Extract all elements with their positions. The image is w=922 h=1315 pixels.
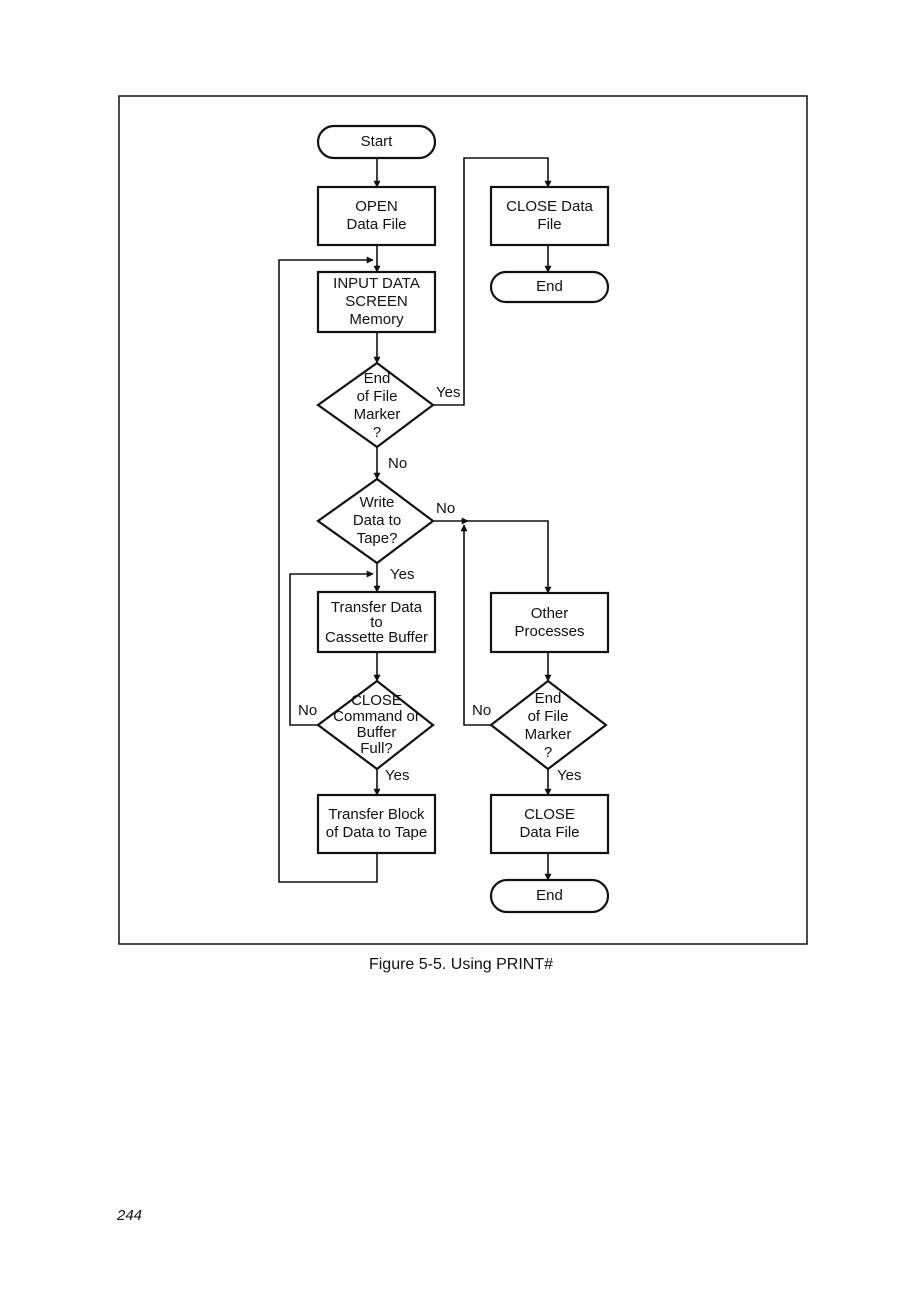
open-data-file-label: OPEN Data File (346, 198, 407, 233)
close-data-file-label-2: CLOSE Data File (519, 806, 580, 841)
edge-label-write-yes: Yes (390, 566, 415, 583)
transfer-data-label: Transfer Data to Cassette Buffer (324, 598, 429, 646)
input-data-label: INPUT DATA SCREEN Memory (333, 275, 420, 328)
start-label: Start (360, 133, 393, 150)
edge-label-close-yes: Yes (385, 767, 410, 784)
edge-block-loop (278, 256, 378, 883)
edge-label-eof1-yes: Yes (436, 384, 461, 401)
open-data-file-box (316, 185, 437, 247)
edge-label-write-no: No (436, 500, 456, 517)
other-processes-box (489, 591, 610, 654)
transfer-data-box (316, 590, 437, 654)
write-data-label: Write Data to Tape? (352, 494, 402, 547)
other-processes-label: Other Processes (514, 604, 585, 640)
end-label-1: End (536, 278, 563, 295)
edge-eof1-yes (433, 157, 552, 406)
close-data-file-label-1: CLOSE Data File (506, 198, 593, 233)
end-label-2: End (536, 887, 563, 904)
edge-label-eof2-yes: Yes (557, 767, 582, 784)
edge-eof2-no-loop (460, 524, 491, 726)
edge-label-eof2-no: No (472, 702, 492, 719)
edge-write-no-to-other (468, 520, 552, 594)
edge-close-no-loop (289, 570, 374, 726)
close-or-full-label: CLOSE Command or Buffer Full? (333, 692, 420, 757)
edge-label-close-no: No (298, 702, 318, 719)
figure-caption: Figure 5-5. Using PRINT# (368, 956, 554, 973)
transfer-block-label: Transfer Block of Data to Tape (325, 806, 428, 841)
end-of-file-label-1: End of File Marker ? (353, 370, 401, 441)
close-data-file-box-2 (489, 793, 610, 855)
figure-frame (118, 95, 808, 945)
end-of-file-label-2: End of File Marker ? (524, 690, 572, 761)
edge-label-eof1-no: No (388, 455, 408, 472)
page-number: 244 (117, 1207, 143, 1224)
